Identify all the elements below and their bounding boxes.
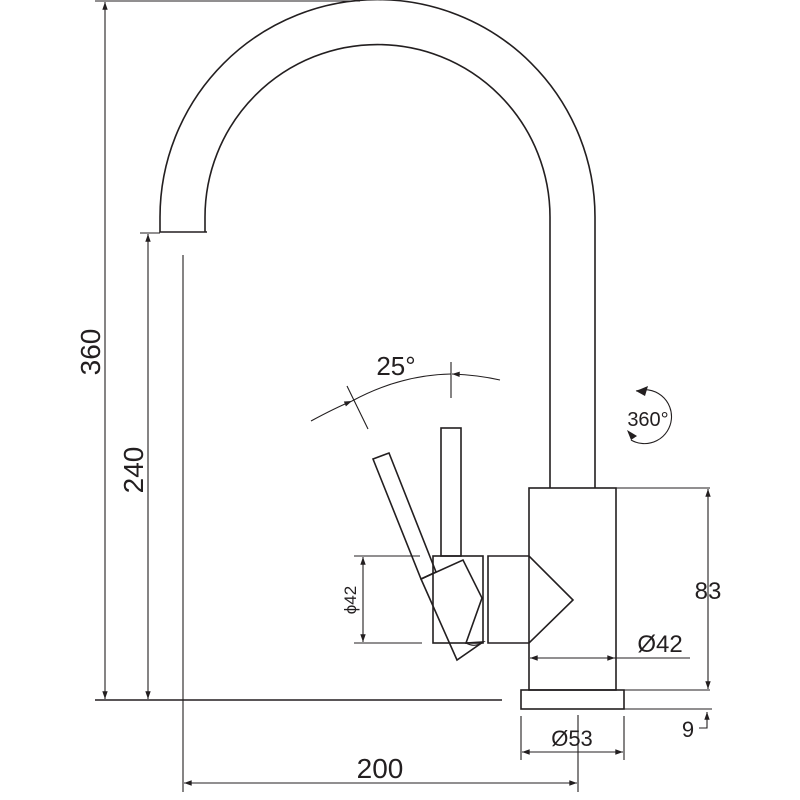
- label-handle-diameter: ϕ42: [341, 586, 360, 614]
- label-swivel: 360°: [627, 409, 668, 431]
- faucet-body: [520, 487, 710, 710]
- dim-body-diameter: Ø42: [529, 631, 690, 661]
- label-handle-angle: 25°: [376, 351, 415, 381]
- lever-handle: [371, 427, 575, 662]
- dim-base-thickness: 9: [624, 708, 712, 742]
- label-total-height: 360: [75, 329, 106, 376]
- dim-base-diameter: Ø53: [520, 716, 625, 760]
- label-base-thickness: 9: [682, 717, 694, 742]
- dim-handle-angle: 25°: [310, 351, 501, 430]
- label-body-diameter: Ø42: [637, 631, 682, 658]
- label-spout-reach: 200: [357, 753, 404, 784]
- label-spout-height: 240: [118, 447, 149, 494]
- spout: [159, 0, 596, 488]
- dim-body-height: 83: [695, 489, 722, 690]
- rotation-arrow-icon: [630, 389, 673, 445]
- dim-handle-diameter: ϕ42: [341, 555, 422, 644]
- label-body-height: 83: [695, 578, 722, 605]
- dim-spout-reach: 200: [182, 255, 579, 792]
- dim-spout-height: 240: [118, 232, 160, 700]
- swivel-indicator: 360°: [627, 386, 673, 445]
- dim-total-height: 360: [75, 0, 360, 700]
- label-base-diameter: Ø53: [551, 726, 593, 751]
